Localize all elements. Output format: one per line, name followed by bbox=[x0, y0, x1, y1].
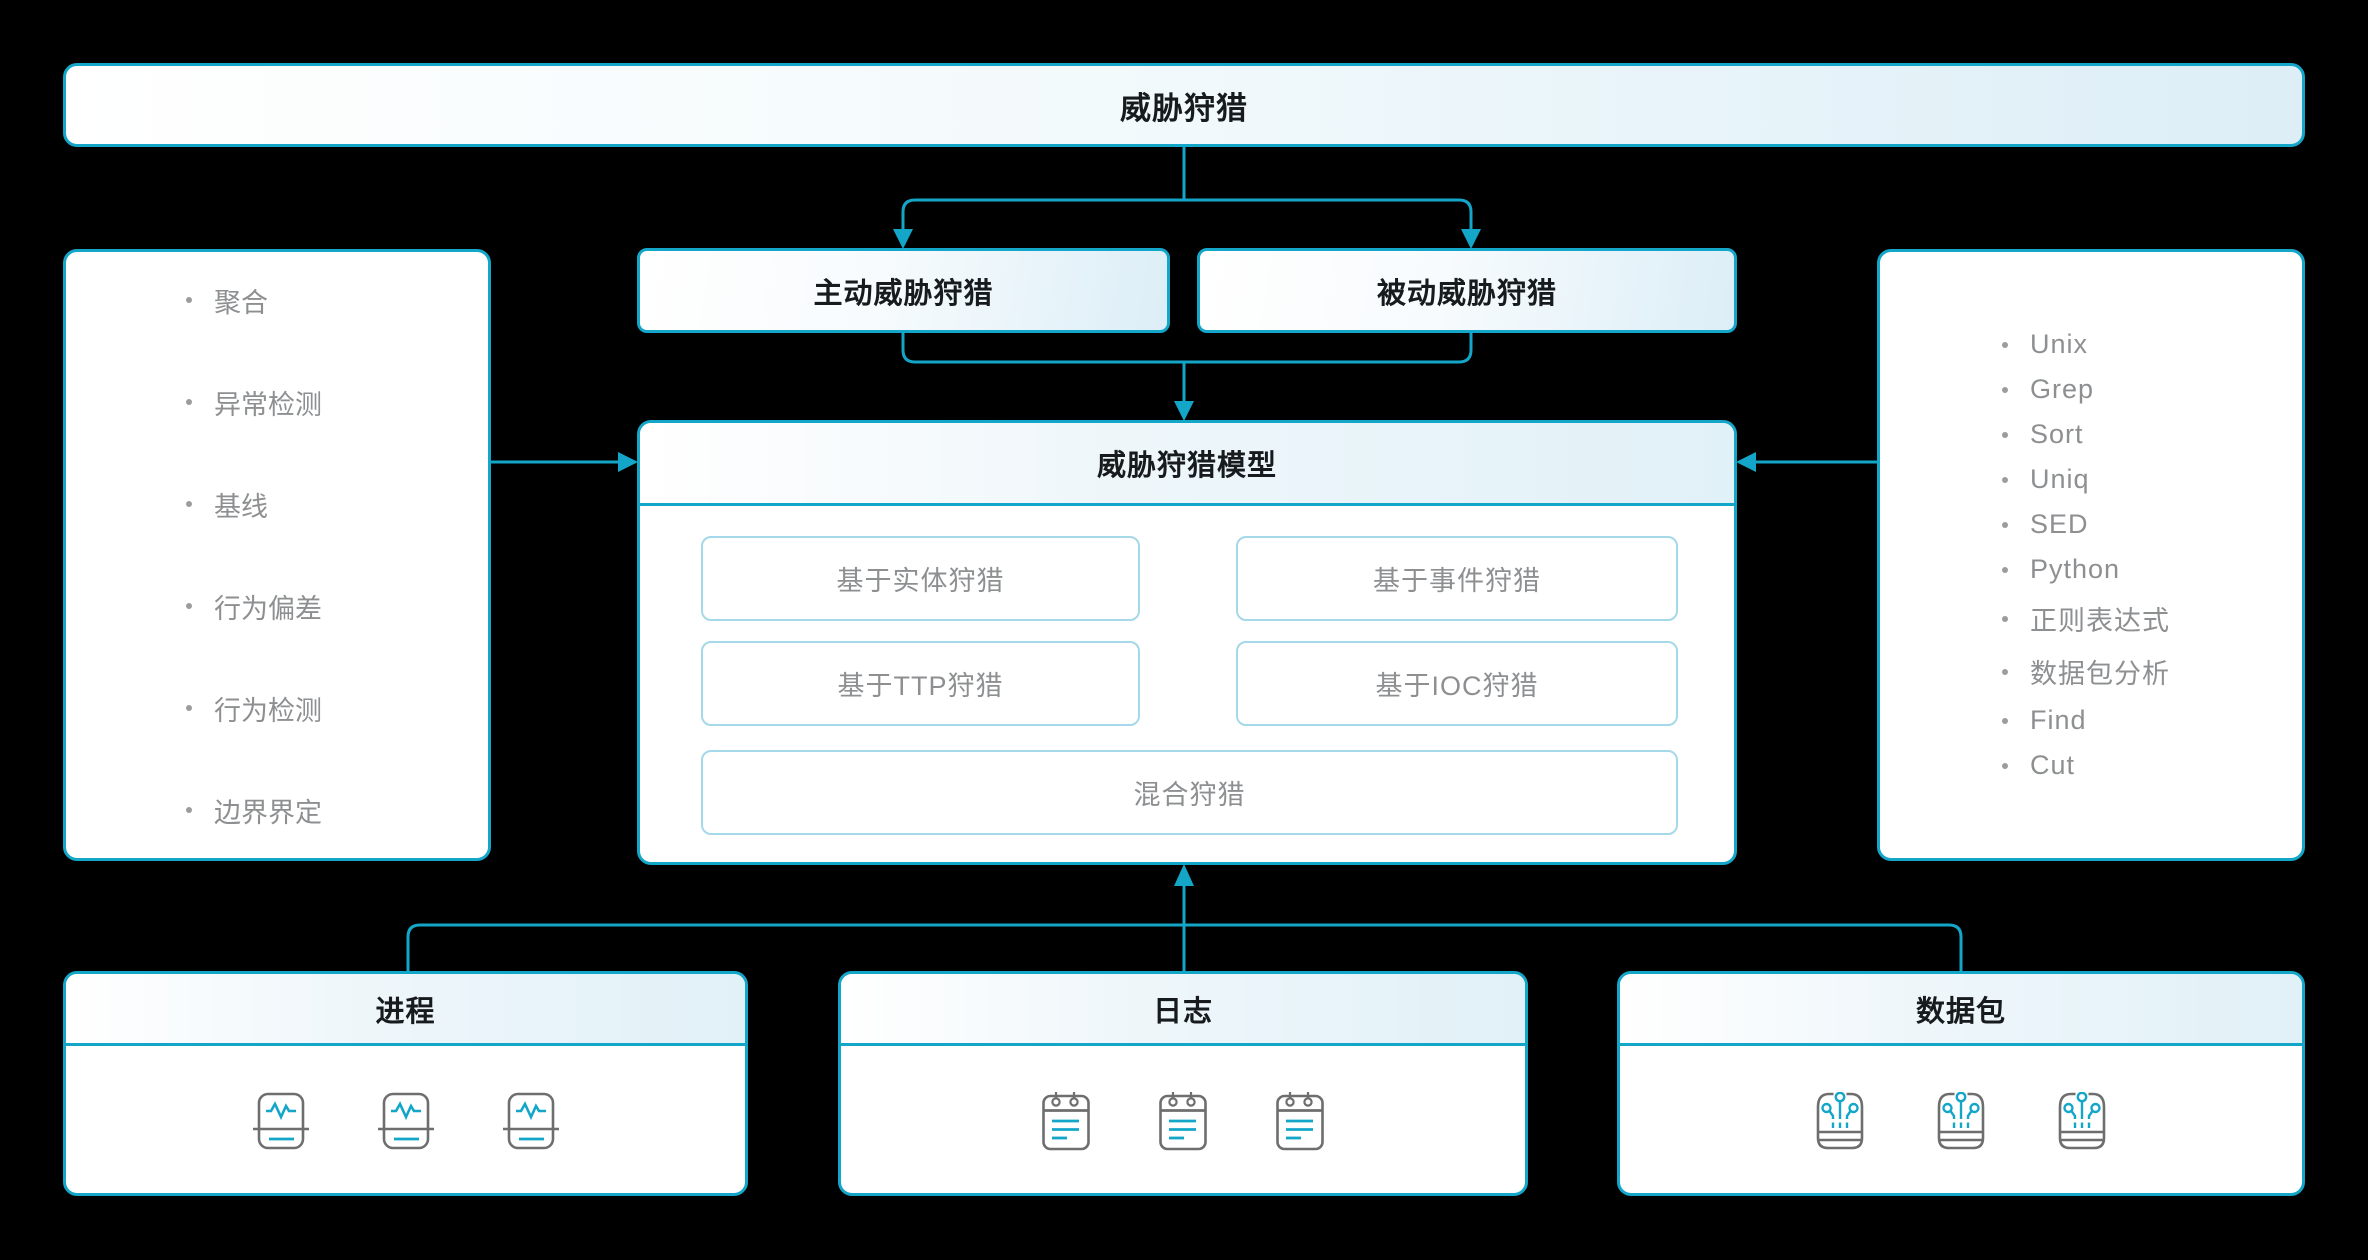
method-ioc-hunting: 基于IOC狩猎 bbox=[1236, 641, 1678, 726]
bullet-icon bbox=[2002, 431, 2008, 438]
list-item: Sort bbox=[2002, 419, 2302, 450]
list-item: 正则表达式 bbox=[2002, 599, 2302, 638]
list-item-label: Sort bbox=[2030, 419, 2084, 449]
method-event-hunting: 基于事件狩猎 bbox=[1236, 536, 1678, 621]
list-item-label: 聚合 bbox=[214, 287, 268, 318]
log-title: 日志 bbox=[1152, 995, 1213, 1028]
list-item-label: 行为偏差 bbox=[214, 593, 322, 624]
list-item: 行为偏差 bbox=[186, 587, 488, 626]
list-item: 数据包分析 bbox=[2002, 652, 2302, 691]
banner-title: 威胁狩猎 bbox=[1120, 90, 1248, 126]
list-item: Find bbox=[2002, 705, 2302, 736]
list-item: 行为检测 bbox=[186, 689, 488, 728]
bullet-icon bbox=[186, 297, 192, 303]
list-item-label: Python bbox=[2030, 554, 2121, 584]
list-item: Cut bbox=[2002, 750, 2302, 781]
active-hunt-label: 主动威胁狩猎 bbox=[813, 277, 994, 310]
list-item: Python bbox=[2002, 554, 2302, 585]
arrow-down-passive bbox=[1461, 229, 1481, 249]
list-item: 基线 bbox=[186, 485, 488, 524]
bullet-icon bbox=[2002, 762, 2008, 769]
bullet-icon bbox=[186, 399, 192, 405]
list-item-label: Unix bbox=[2030, 329, 2089, 359]
list-item-label: 数据包分析 bbox=[2030, 659, 2170, 689]
process-icons bbox=[66, 1046, 745, 1196]
process-monitor-icon bbox=[377, 1092, 434, 1150]
bullet-icon bbox=[2002, 341, 2008, 348]
list-item-label: SED bbox=[2030, 509, 2089, 539]
log-icons bbox=[841, 1046, 1525, 1196]
packet-circuit-icon bbox=[1816, 1092, 1864, 1150]
method-entity-hunting: 基于实体狩猎 bbox=[701, 536, 1140, 621]
log-notepad-icon bbox=[1159, 1091, 1207, 1150]
list-item-label: Uniq bbox=[2030, 464, 2090, 494]
bullet-icon bbox=[186, 501, 192, 507]
log-notepad-icon bbox=[1042, 1091, 1090, 1150]
packet-icons bbox=[1620, 1046, 2302, 1196]
arrow-right-model bbox=[618, 452, 638, 472]
techniques-panel: 聚合 异常检测 基线 行为偏差 行为检测 边界界定 bbox=[63, 249, 491, 861]
list-item-label: Grep bbox=[2030, 374, 2095, 404]
bullet-icon bbox=[2002, 566, 2008, 573]
bullet-icon bbox=[186, 705, 192, 711]
passive-hunt-box: 被动威胁狩猎 bbox=[1197, 248, 1737, 333]
process-monitor-icon bbox=[252, 1092, 309, 1150]
list-item-label: Find bbox=[2030, 705, 2087, 735]
process-header: 进程 bbox=[66, 974, 745, 1046]
bullet-icon bbox=[2002, 521, 2008, 528]
bullet-icon bbox=[186, 807, 192, 813]
list-item: Uniq bbox=[2002, 464, 2302, 495]
bullet-icon bbox=[2002, 615, 2008, 622]
process-source-box: 进程 bbox=[63, 971, 748, 1196]
tools-list: Unix Grep Sort Uniq SED Python 正则表达式 数据包… bbox=[1880, 252, 2302, 858]
method-ttp-hunting: 基于TTP狩猎 bbox=[701, 641, 1140, 726]
packet-circuit-icon bbox=[2058, 1092, 2106, 1150]
list-item: Unix bbox=[2002, 329, 2302, 360]
list-item-label: 基线 bbox=[214, 491, 268, 522]
active-hunt-box: 主动威胁狩猎 bbox=[637, 248, 1170, 333]
method-hybrid-hunting: 混合狩猎 bbox=[701, 750, 1678, 835]
packet-header: 数据包 bbox=[1620, 974, 2302, 1046]
list-item: SED bbox=[2002, 509, 2302, 540]
packet-title: 数据包 bbox=[1915, 995, 2006, 1028]
list-item: 聚合 bbox=[186, 281, 488, 320]
list-item-label: 正则表达式 bbox=[2030, 606, 2170, 636]
list-item-label: 行为检测 bbox=[214, 695, 322, 726]
packet-circuit-icon bbox=[1937, 1092, 1985, 1150]
arrow-down-model bbox=[1174, 401, 1194, 421]
log-header: 日志 bbox=[841, 974, 1525, 1046]
list-item-label: Cut bbox=[2030, 750, 2076, 780]
list-item: 边界界定 bbox=[186, 791, 488, 830]
process-title: 进程 bbox=[375, 995, 436, 1028]
list-item: Grep bbox=[2002, 374, 2302, 405]
techniques-list: 聚合 异常检测 基线 行为偏差 行为检测 边界界定 bbox=[66, 252, 488, 858]
bullet-icon bbox=[186, 603, 192, 609]
bullet-icon bbox=[2002, 476, 2008, 483]
model-header: 威胁狩猎模型 bbox=[640, 423, 1734, 506]
bullet-icon bbox=[2002, 386, 2008, 393]
bullet-icon bbox=[2002, 668, 2008, 675]
tools-panel: Unix Grep Sort Uniq SED Python 正则表达式 数据包… bbox=[1877, 249, 2305, 861]
hunting-model-box: 威胁狩猎模型 基于实体狩猎 基于事件狩猎 基于TTP狩猎 基于IOC狩猎 混合狩… bbox=[637, 420, 1737, 865]
threat-hunting-banner: 威胁狩猎 bbox=[63, 63, 2305, 147]
list-item-label: 边界界定 bbox=[214, 797, 322, 828]
process-monitor-icon bbox=[502, 1092, 559, 1150]
log-source-box: 日志 bbox=[838, 971, 1528, 1196]
bullet-icon bbox=[2002, 717, 2008, 724]
arrow-left-model bbox=[1736, 452, 1756, 472]
list-item: 异常检测 bbox=[186, 383, 488, 422]
packet-source-box: 数据包 bbox=[1617, 971, 2305, 1196]
passive-hunt-label: 被动威胁狩猎 bbox=[1376, 277, 1557, 310]
list-item-label: 异常检测 bbox=[214, 389, 322, 420]
model-title: 威胁狩猎模型 bbox=[1096, 450, 1277, 482]
log-notepad-icon bbox=[1276, 1091, 1324, 1150]
arrow-up-model bbox=[1174, 864, 1194, 886]
arrow-down-active bbox=[893, 229, 913, 249]
